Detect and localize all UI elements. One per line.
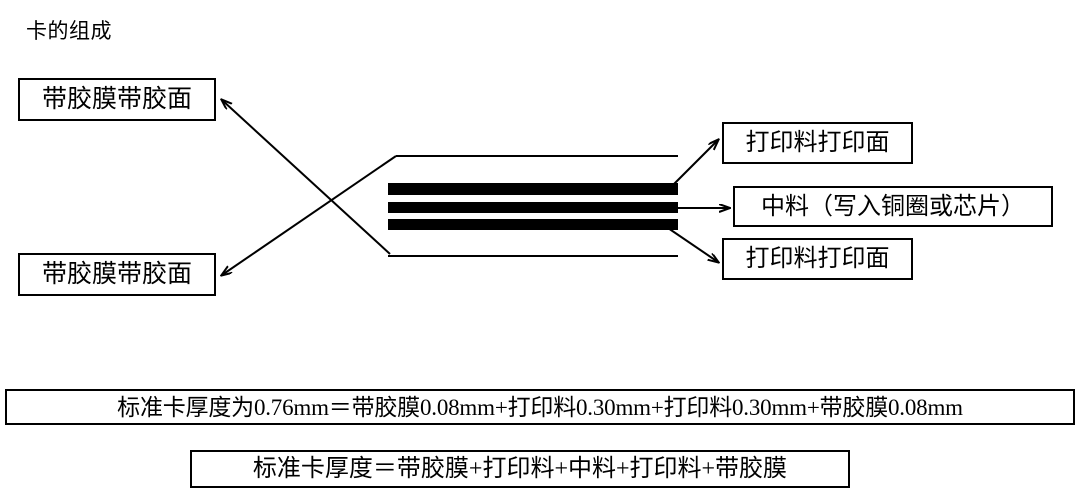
arrow-film-bottom-to-top-left-label [222,100,391,255]
label-box-print-layer-bottom: 打印料打印面 [722,238,913,280]
adhesive-film-bottom-line [388,255,678,257]
label-text-core-layer: 中料（写入铜圈或芯片） [761,193,1025,220]
label-box-core-layer: 中料（写入铜圈或芯片） [733,186,1053,227]
label-text-print-layer-bottom: 打印料打印面 [745,246,890,272]
arrow-film-top-to-bottom-left-label [222,155,397,275]
label-text-adhesive-film-bottom: 带胶膜带胶面 [41,261,192,288]
label-text-adhesive-film-top: 带胶膜带胶面 [41,86,192,113]
formula-text-thickness-detail: 标准卡厚度为0.76mm＝带胶膜0.08mm+打印料0.30mm+打印料0.30… [117,394,963,420]
formula-box-thickness-summary: 标准卡厚度＝带胶膜+打印料+中料+打印料+带胶膜 [190,450,850,488]
core-layer-bar [388,202,678,213]
label-text-print-layer-top: 打印料打印面 [745,130,890,156]
page-title: 卡的组成 [26,19,112,43]
label-box-adhesive-film-bottom: 带胶膜带胶面 [18,253,216,296]
label-box-adhesive-film-top: 带胶膜带胶面 [18,78,216,121]
print-layer-bottom-bar [388,219,678,230]
formula-box-thickness-detail: 标准卡厚度为0.76mm＝带胶膜0.08mm+打印料0.30mm+打印料0.30… [5,389,1075,425]
print-layer-top-bar [388,183,678,195]
adhesive-film-top-line [396,155,678,157]
label-box-print-layer-top: 打印料打印面 [722,122,913,164]
formula-text-thickness-summary: 标准卡厚度＝带胶膜+打印料+中料+打印料+带胶膜 [252,456,788,482]
